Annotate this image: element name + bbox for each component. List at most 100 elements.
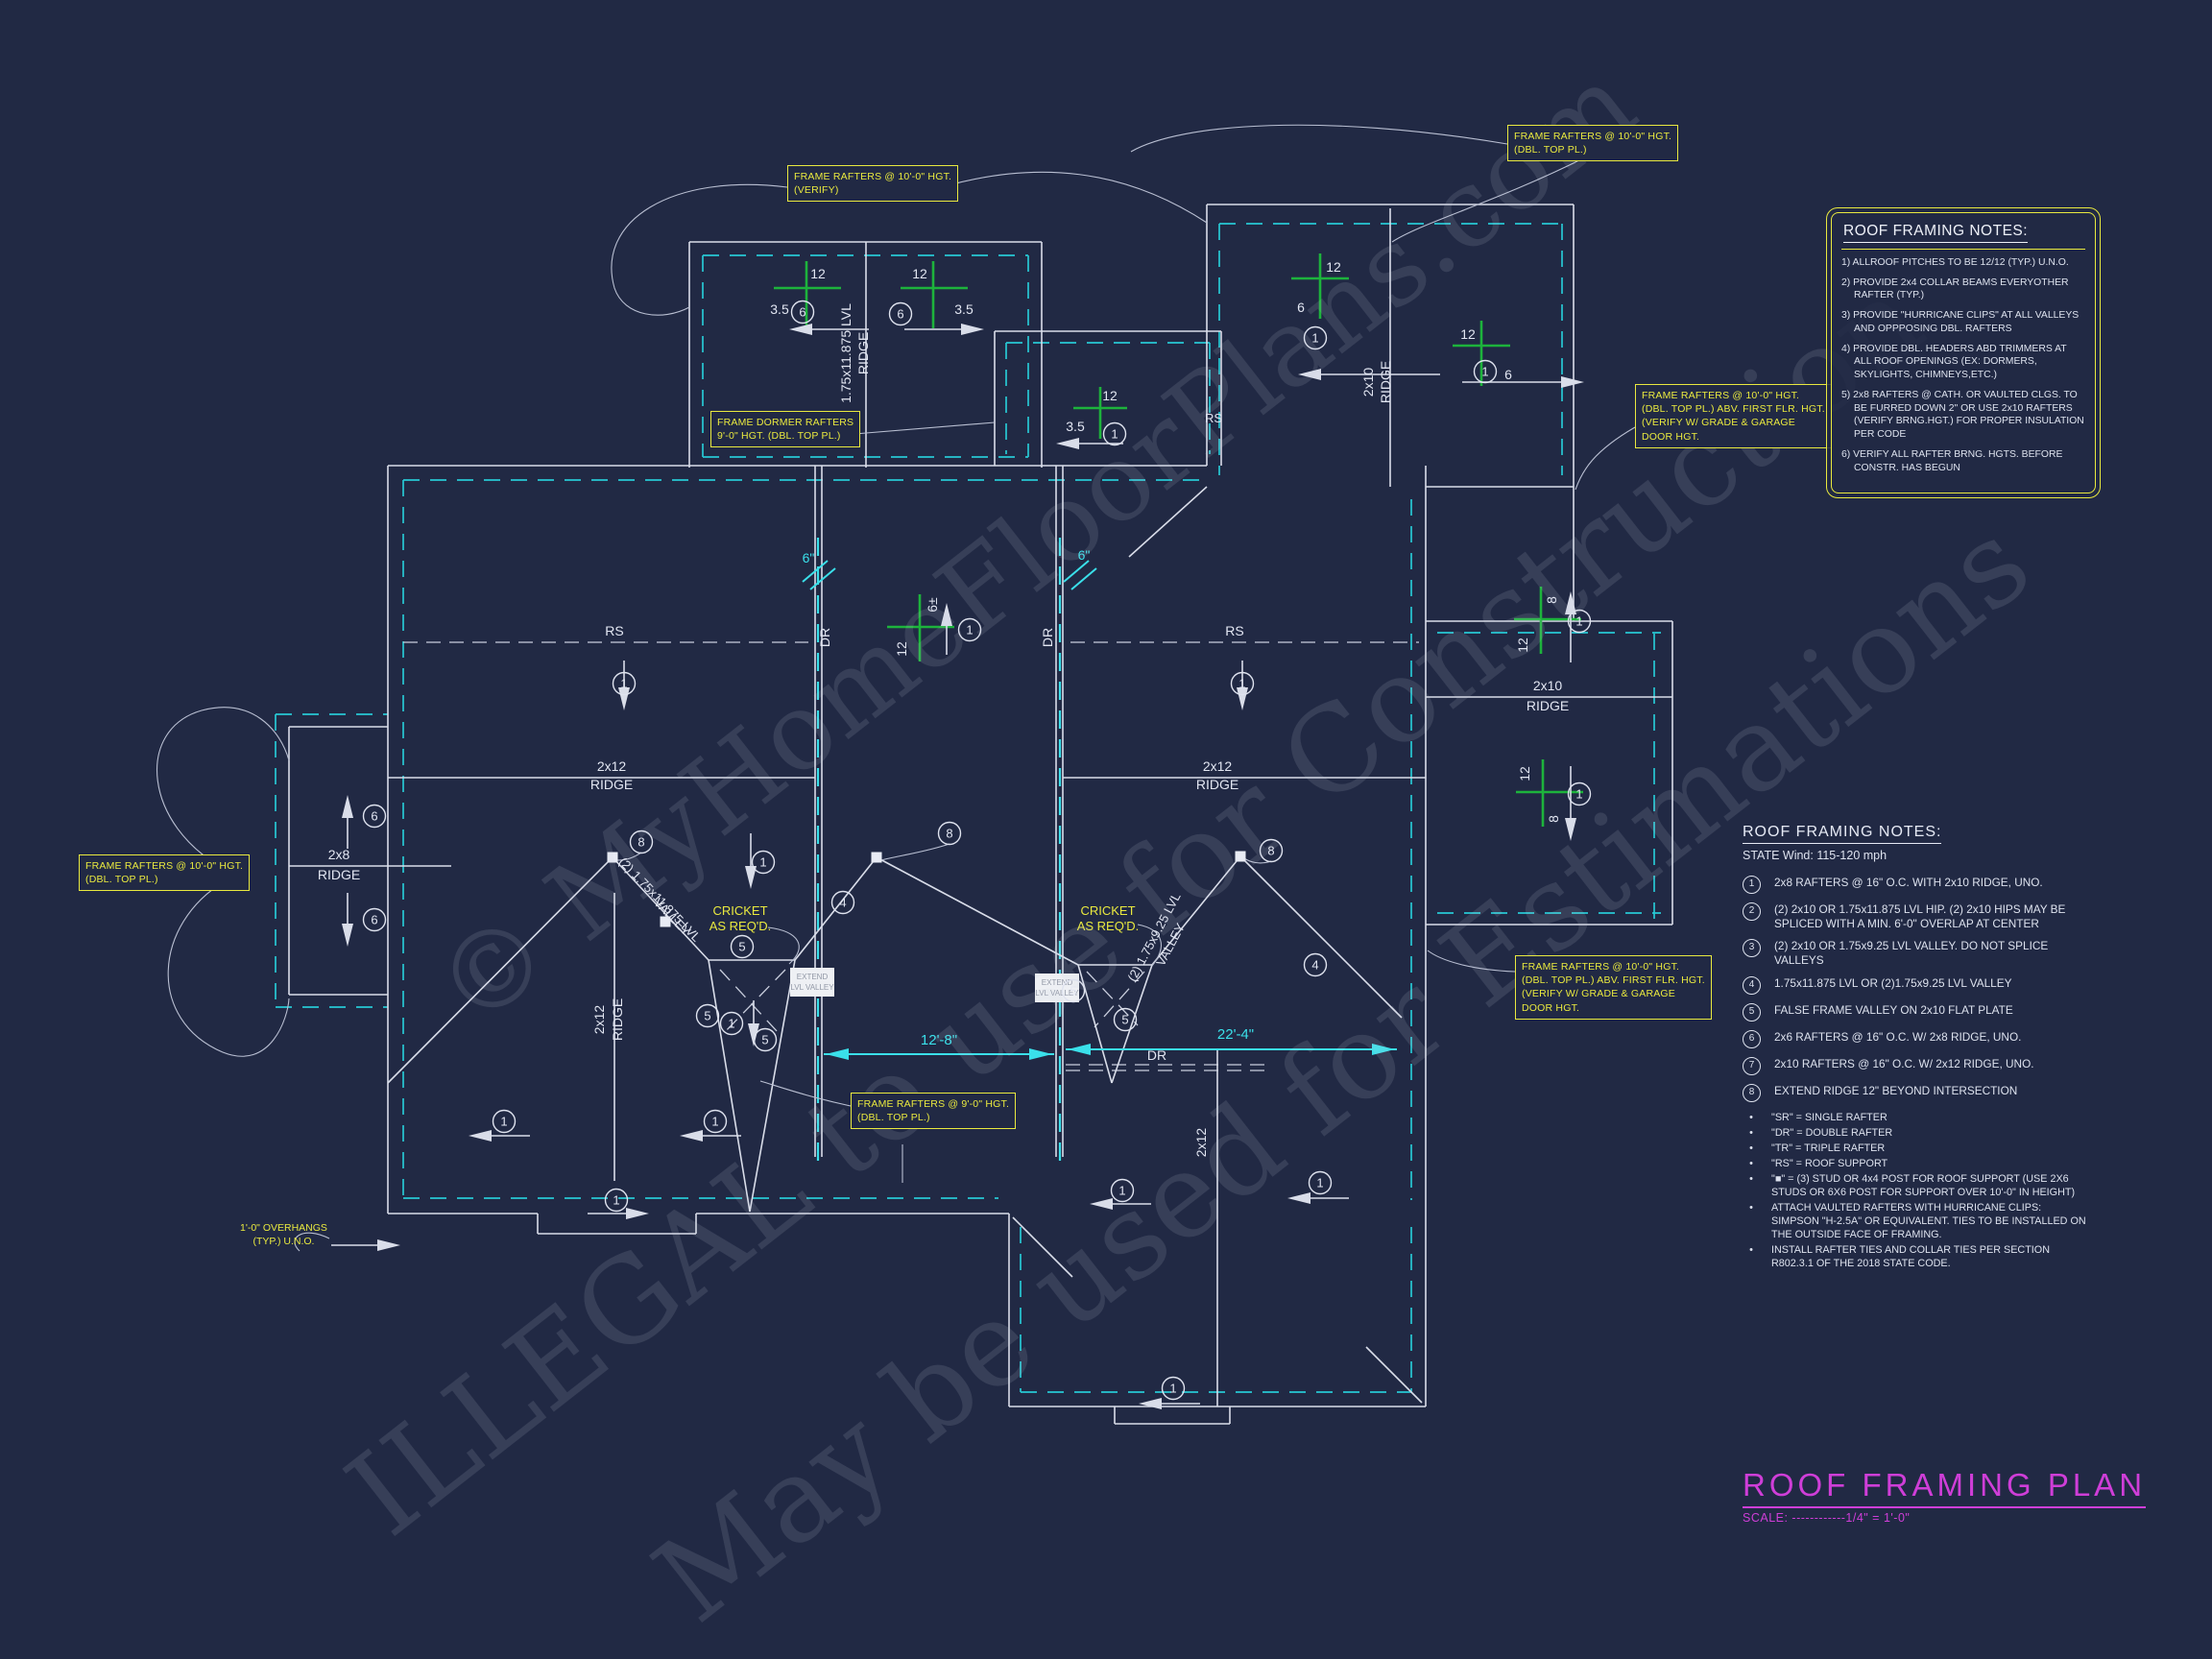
framing-note-number: 4: [1743, 975, 1761, 995]
slope-arrow-head: [1090, 1198, 1113, 1210]
frame-rafters-callout: FRAME RAFTERS @ 10'-0" HGT.(DBL. TOP PL.…: [1635, 384, 1832, 448]
leader-line: [167, 880, 290, 1057]
leader-line: [880, 843, 950, 861]
keynote-number: 5: [761, 1033, 768, 1047]
keynote-number: 4: [839, 896, 846, 910]
slope-arrow-head: [1561, 376, 1584, 388]
callout-line: FRAME RAFTERS @ 10'-0" HGT.: [794, 171, 952, 182]
dimension-line: [1063, 560, 1090, 583]
keynote-number: 1: [1169, 1382, 1176, 1396]
keynote-number: 1: [728, 1017, 734, 1031]
frame-rafters-callout: FRAME RAFTERS @ 10'-0" HGT.(DBL. TOP PL.…: [1515, 955, 1712, 1020]
post-marker: [871, 852, 882, 863]
plan-line: [1077, 964, 1113, 1084]
keynote-circle: [362, 804, 387, 829]
keynote-circle: [492, 1109, 517, 1134]
plan-line: [1111, 964, 1153, 1084]
plan-label: RIDGE: [590, 777, 633, 792]
white-label-box-text: LVL VALLEY: [1035, 989, 1079, 998]
framing-note-text: 2x8 RAFTERS @ 16" O.C. WITH 2x10 RIDGE, …: [1774, 876, 2043, 889]
keynote-number: 5: [738, 940, 745, 954]
slope-arrow-head: [1298, 369, 1321, 380]
plan-line: [708, 959, 751, 1213]
overhang-dashed-lines: [275, 223, 1661, 1393]
plan-line: [1012, 1216, 1073, 1278]
keynote-circle: [1567, 609, 1592, 634]
framing-note-bullet-text: "TR" = TRIPLE RAFTER: [1771, 1142, 1886, 1154]
callout-line: (DBL. TOP PL.) ABV. FIRST FLR. HGT.: [1522, 974, 1705, 987]
plan-label: DR: [817, 628, 832, 647]
plan-label: RIDGE: [1527, 698, 1569, 713]
notes-box-divider: [1841, 249, 2085, 250]
plan-line: [1151, 855, 1241, 966]
slope-arrow-head: [1565, 591, 1576, 614]
keynote-circle: [719, 1011, 744, 1036]
framing-note-text: EXTEND RIDGE 12" BEYOND INTERSECTION: [1774, 1083, 2018, 1097]
plan-label: 6": [1078, 547, 1091, 563]
slope-arrow-head: [748, 1023, 759, 1046]
keynote-circle: [362, 907, 387, 932]
sheet-scale: SCALE: ------------1/4" = 1'-0": [1743, 1511, 1911, 1525]
plan-label: 12: [1515, 637, 1530, 653]
post-markers: [607, 851, 1246, 927]
framing-note-bullet: •INSTALL RAFTER TIES AND COLLAR TIES PER…: [1743, 1243, 2090, 1270]
leader-line: [854, 421, 996, 435]
notes-box-items: 1) ALLROOF PITCHES TO BE 12/12 (TYP.) U.…: [1841, 256, 2085, 474]
callout-line: 9'-0" HGT. (DBL. TOP PL.): [717, 430, 841, 443]
roof-framing-notes-box: ROOF FRAMING NOTES: 1) ALLROOF PITCHES T…: [1826, 207, 2101, 499]
plan-label: 2x10: [1533, 678, 1563, 693]
plan-line: [1239, 855, 1403, 1019]
leader-line: [767, 926, 800, 965]
callout-line: FRAME RAFTERS @ 10'-0" HGT.: [85, 860, 244, 872]
dimension-arrow-head: [1372, 1044, 1395, 1055]
keynote-number: 1: [1316, 1176, 1323, 1190]
framing-note-number: 5: [1743, 1002, 1761, 1022]
roof-outline-lines: [288, 204, 1673, 1425]
plan-label: RS: [1205, 411, 1222, 425]
overhang-note-line1: 1'-0" OVERHANGS: [240, 1222, 327, 1234]
callout-line: (DBL. TOP PL.): [85, 874, 158, 886]
plan-label: 3.5: [770, 301, 789, 317]
leader-line: [615, 852, 642, 861]
notes-box-item: 5) 2x8 RAFTERS @ CATH. OR VAULTED CLGS. …: [1841, 389, 2084, 441]
keynote-circle: [830, 890, 855, 915]
keynote-circle: [612, 671, 637, 696]
post-marker: [660, 916, 671, 927]
callout-line: (VERIFY W/ GRADE & GARAGE: [1522, 988, 1675, 1000]
plan-label: CRICKET: [1080, 903, 1135, 918]
bullet-dot-icon: •: [1749, 1244, 1753, 1257]
overhang-note-line2: (TYP.) U.N.O.: [252, 1236, 315, 1248]
keynote-number: 1: [1238, 677, 1245, 691]
plan-label: 8: [1546, 815, 1561, 823]
slope-arrow-head: [1237, 687, 1248, 710]
roof-support-dashed-lines: [403, 641, 1419, 1071]
callout-line: DOOR HGT.: [1642, 430, 1700, 443]
framing-note-bullet: •"DR" = DOUBLE RAFTER: [1743, 1126, 2090, 1140]
leader-line: [1137, 924, 1162, 967]
plan-line: [387, 856, 613, 1084]
bullet-dot-icon: •: [1749, 1142, 1753, 1154]
frame-rafters-callout: FRAME RAFTERS @ 9'-0" HGT.(DBL. TOP PL.): [851, 1093, 1017, 1130]
framing-note-text: 2x6 RAFTERS @ 16" O.C. W/ 2x8 RIDGE, UNO…: [1774, 1029, 2022, 1044]
plan-label: DR: [1147, 1047, 1166, 1063]
notes-box-title: ROOF FRAMING NOTES:: [1843, 223, 2029, 243]
plan-label: 12: [912, 266, 927, 281]
plan-label: 12: [1517, 766, 1532, 781]
plan-label: 12: [1102, 388, 1118, 403]
leader-line: [1575, 426, 1636, 491]
callout-line: (VERIFY W/ GRADE & GARAGE: [1642, 417, 1795, 429]
keynote-number: 8: [946, 827, 952, 841]
keynote-circle: [937, 821, 962, 846]
plan-label: RIDGE: [855, 332, 871, 374]
leader-line: [948, 171, 1208, 224]
roof-framing-notes-box-inner: ROOF FRAMING NOTES: 1) ALLROOF PITCHES T…: [1831, 212, 2096, 494]
white-label-box: [1035, 974, 1079, 1002]
slope-arrow-head: [626, 1208, 649, 1219]
white-label-box-text: EXTEND: [1042, 978, 1073, 987]
white-label-box-text: LVL VALLEY: [790, 983, 834, 992]
bullet-dot-icon: •: [1749, 1126, 1753, 1139]
keynote-number: 1: [759, 855, 766, 870]
